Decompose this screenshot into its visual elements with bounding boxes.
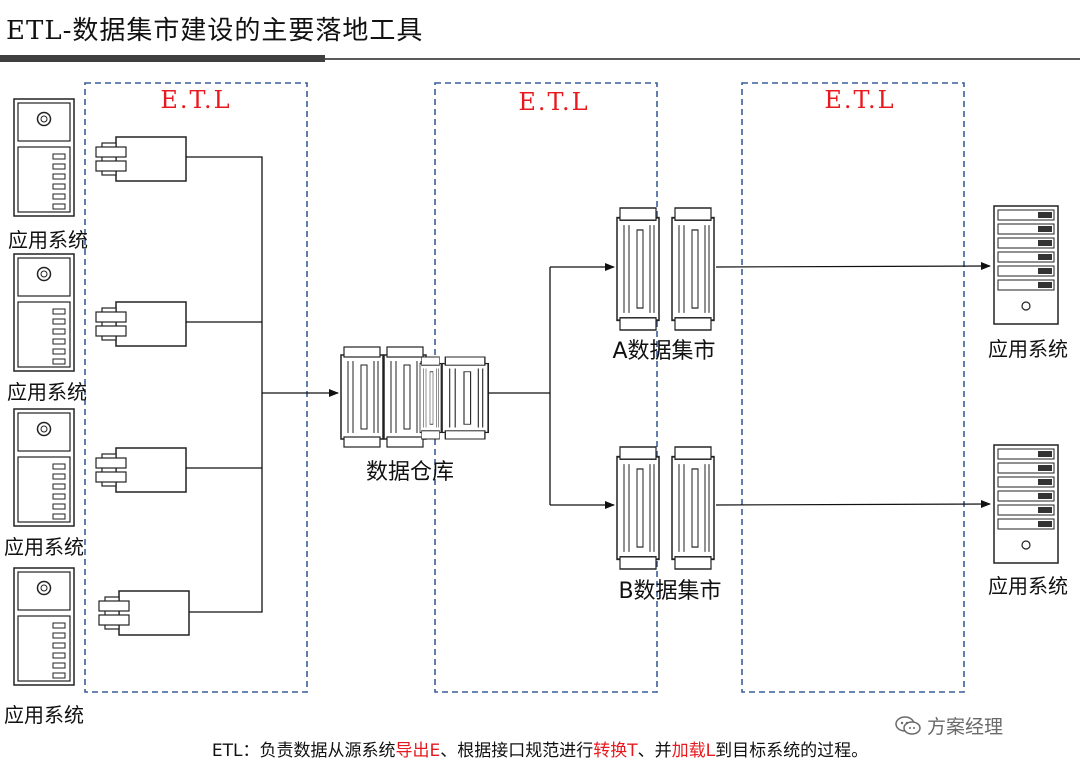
mart-b-icon (616, 446, 715, 570)
target-server-2 (993, 444, 1059, 564)
etl-connector-3 (95, 447, 187, 493)
etl-zone-1-label: E.T.L (160, 86, 232, 114)
etl-connector-2 (95, 301, 187, 347)
etl-connector-4 (98, 590, 190, 636)
caption-load: 加载L (671, 741, 716, 761)
wechat-icon (895, 716, 921, 735)
caption-mid2: 、并 (637, 741, 672, 761)
source-system-label: 应用系统 (4, 535, 84, 559)
target-server-1 (993, 205, 1059, 325)
title-underline-thin (325, 58, 1080, 60)
mart-a-label: A数据集市 (612, 339, 716, 364)
watermark-text: 方案经理 (927, 716, 1004, 738)
etl-zone-3-label: E.T.L (824, 86, 896, 114)
etl-zone-3 (741, 82, 965, 693)
warehouse-icon (340, 346, 490, 448)
source-system-label: 应用系统 (8, 228, 88, 252)
caption-transform: 转换T (593, 741, 638, 761)
mart-a-icon (616, 207, 715, 331)
caption: ETL：负责数据从源系统导出E、根据接口规范进行转换T、并加载L到目标系统的过程… (0, 736, 1080, 761)
source-server-1 (13, 98, 75, 217)
caption-export: 导出E (395, 741, 441, 761)
warehouse-label: 数据仓库 (365, 460, 455, 485)
etl-zone-2-label: E.T.L (518, 88, 590, 116)
etl-connector-1 (95, 136, 187, 182)
source-server-2 (13, 253, 75, 372)
etl-zone-1 (84, 82, 308, 693)
title-underline-thick (0, 55, 325, 62)
warehouse-wiring (488, 267, 551, 505)
source-server-3 (13, 408, 75, 527)
etl-zone-2 (434, 82, 658, 693)
caption-mid1: 、根据接口规范进行 (440, 741, 594, 761)
arrow-to-target-1 (715, 262, 991, 271)
page-title: ETL-数据集市建设的主要落地工具 (6, 16, 424, 46)
mart-b-label: B数据集市 (618, 579, 722, 604)
watermark: 方案经理 (895, 712, 1003, 739)
source-system-label: 应用系统 (7, 380, 87, 404)
source-wiring (186, 156, 263, 613)
caption-suffix: 到目标系统的过程。 (715, 741, 869, 761)
arrow-to-target-2 (715, 500, 991, 509)
target-system-label: 应用系统 (988, 337, 1068, 361)
source-server-4 (13, 567, 75, 686)
source-system-label: 应用系统 (4, 703, 84, 727)
target-system-label: 应用系统 (988, 574, 1068, 598)
caption-prefix: ETL：负责数据从源系统 (211, 741, 396, 761)
